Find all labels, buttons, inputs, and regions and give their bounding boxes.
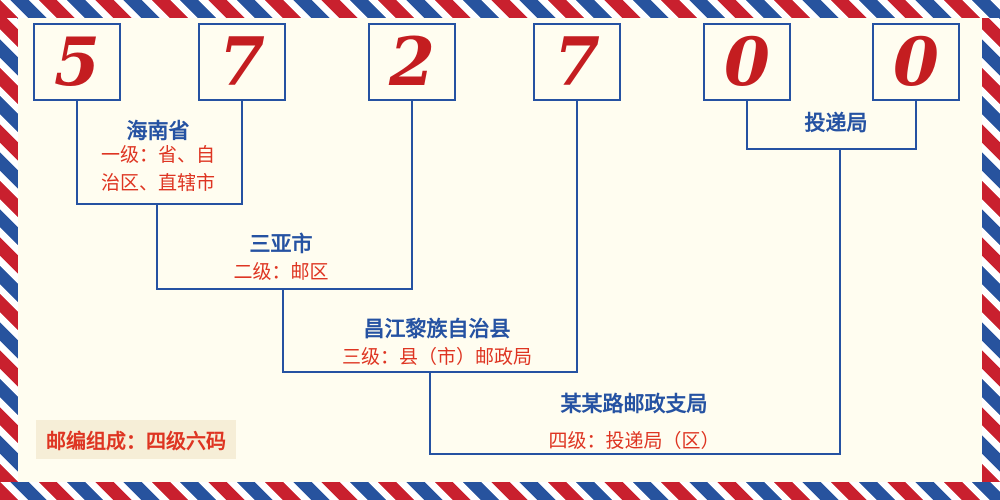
postal-digit-5: 0 [724,23,770,101]
connector-level3-bottom [282,371,578,373]
connector-level4-bottom [429,453,841,455]
level4-description: 四级：投递局（区） [548,430,720,452]
connector-level3-right [576,101,578,373]
connector-level1-left [76,101,78,205]
postal-digit-4: 7 [554,23,600,101]
level4-branch-name: 某某路邮政支局 [560,392,708,416]
level1-description: 一级：省、自治区、直辖市 [100,144,215,194]
connector-level1-right [241,101,243,205]
connector-delivery-right [915,101,917,150]
connector-level2-bottom [156,288,413,290]
digit-box-3: 2 [368,23,456,101]
postal-digit-3: 2 [389,23,435,101]
connector-delivery-bottom [746,148,917,150]
postal-digit-1: 5 [54,23,100,101]
postal-digit-6: 0 [893,23,939,101]
connector-delivery-left [746,101,748,150]
airmail-border-left [0,18,18,482]
connector-level2-right [411,101,413,290]
connector-level4-left [429,373,431,455]
level3-county-name: 昌江黎族自治县 [363,317,511,341]
connector-level4-right [839,150,841,455]
airmail-border-top [0,0,1000,18]
level2-description: 二级：邮区 [233,261,329,283]
level3-description: 三级：县（市）邮政局 [341,346,533,368]
connector-level3-left [282,290,284,373]
delivery-bureau-label: 投递局 [804,111,868,135]
digit-box-6: 0 [872,23,960,101]
level1-province-name: 海南省 [126,119,190,143]
airmail-border-right [982,18,1000,482]
level2-city-name: 三亚市 [249,232,313,256]
digit-box-2: 7 [198,23,286,101]
digit-box-4: 7 [533,23,621,101]
postal-code-composition-note: 邮编组成：四级六码 [36,420,236,459]
connector-level2-left [156,205,158,290]
digit-box-1: 5 [33,23,121,101]
connector-level1-bottom [76,203,243,205]
postal-digit-2: 7 [219,23,265,101]
airmail-border-bottom [0,482,1000,500]
digit-box-5: 0 [703,23,791,101]
